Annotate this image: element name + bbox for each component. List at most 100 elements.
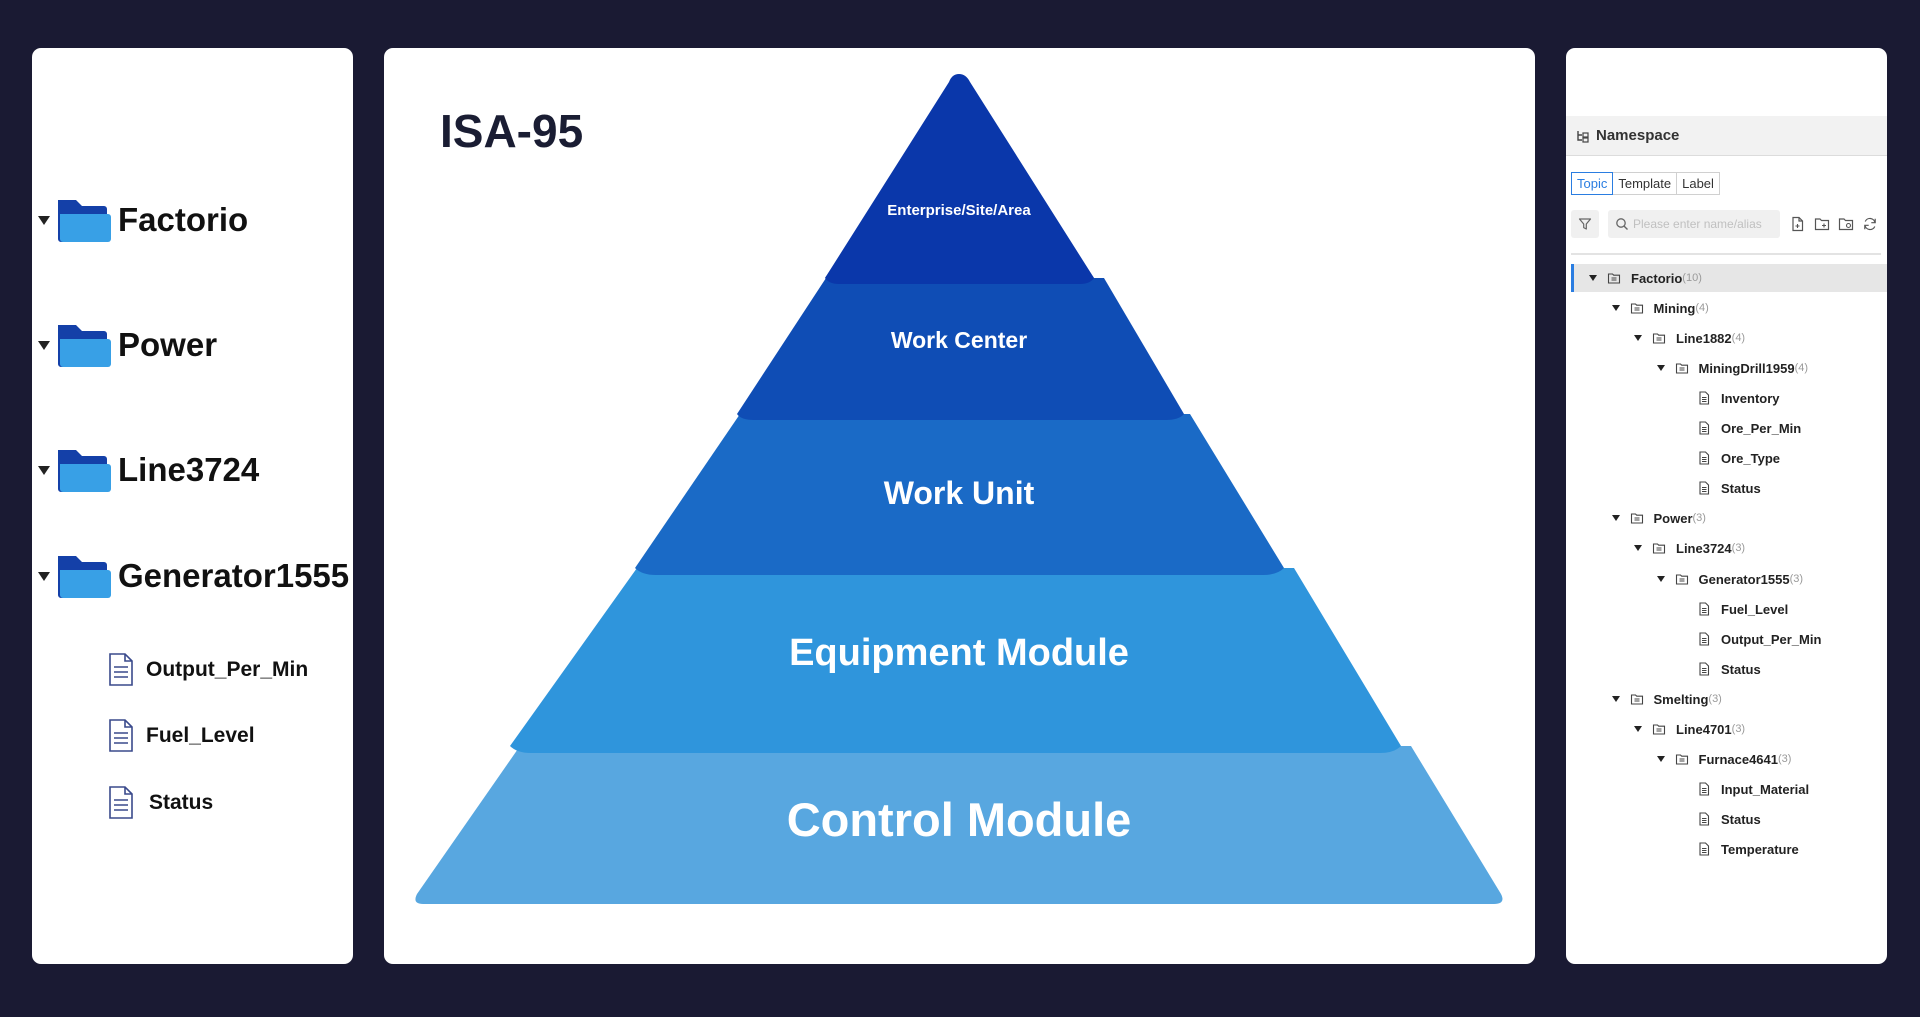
tab-topic[interactable]: Topic (1571, 172, 1614, 195)
tree-node-name: Status (1721, 811, 1761, 827)
tree-node-name: Ore_Per_Min (1721, 420, 1802, 436)
tree-node-line3724[interactable]: Line3724 (38, 442, 259, 498)
caret-down-icon[interactable] (38, 465, 50, 475)
file-icon (1699, 602, 1710, 616)
tree-leaf-output-per-min[interactable]: Output_Per_Min (108, 650, 308, 690)
level-label-work-center: Work Center (891, 327, 1027, 353)
tree-node-name: Smelting (1653, 691, 1709, 707)
tree-folder-row[interactable]: Mining(4) (1571, 294, 1887, 322)
tab-template[interactable]: Template (1612, 172, 1678, 195)
tree-leaf-status[interactable]: Status (108, 783, 213, 823)
level-label-work-unit: Work Unit (884, 475, 1035, 511)
tree-file-row[interactable]: Input_Material (1571, 775, 1887, 803)
tree-node-factorio[interactable]: Factorio (38, 192, 248, 248)
tree-node-name: Line3724 (1676, 540, 1732, 556)
folder-icon (1675, 754, 1688, 765)
tree-file-row[interactable]: Fuel_Level (1571, 595, 1887, 623)
tree-file-row[interactable]: Ore_Per_Min (1571, 414, 1887, 442)
search-input[interactable] (1633, 217, 1773, 231)
tree-node-count: (3) (1731, 542, 1746, 554)
folder-icon (1630, 303, 1643, 314)
tree-node-power[interactable]: Power (38, 317, 217, 373)
tree-node-name: Fuel_Level (1721, 601, 1789, 617)
refresh-icon[interactable] (1862, 216, 1878, 232)
tree-file-row[interactable]: Temperature (1571, 835, 1887, 863)
tree-node-name: MiningDrill1959 (1698, 360, 1795, 376)
folder-icon (1607, 273, 1621, 284)
tab-label[interactable]: Label (1676, 172, 1720, 195)
file-icon (1699, 662, 1710, 676)
tree-folder-row[interactable]: Smelting(3) (1571, 685, 1887, 713)
tree-leaf-fuel-level[interactable]: Fuel_Level (108, 716, 255, 756)
caret-down-icon[interactable] (1656, 756, 1665, 762)
tree-node-count: (3) (1789, 573, 1804, 585)
tree-node-count: (4) (1731, 332, 1746, 344)
caret-down-icon[interactable] (1634, 726, 1642, 732)
tree-folder-row[interactable]: Generator1555(3) (1571, 565, 1887, 593)
tree-folder-row[interactable]: Line1882(4) (1571, 324, 1887, 352)
caret-down-icon[interactable] (38, 571, 50, 581)
caret-down-icon[interactable] (1634, 335, 1642, 341)
tree-node-generator1555[interactable]: Generator1555 (38, 548, 349, 604)
tree-leaf-label: Fuel_Level (146, 724, 255, 747)
tree-file-row[interactable]: Ore_Type (1571, 444, 1887, 472)
tree-node-label: Factorio (118, 201, 249, 238)
tree-folder-row[interactable]: MiningDrill1959(4) (1571, 354, 1887, 382)
tree-leaf-label: Status (149, 791, 214, 814)
tree-folder-row[interactable]: Furnace4641(3) (1571, 745, 1887, 773)
tree-node-name: Output_Per_Min (1721, 631, 1822, 647)
filter-icon (1578, 218, 1592, 230)
folder-settings-icon[interactable] (1838, 216, 1854, 232)
filter-button[interactable] (1571, 210, 1599, 238)
tree-node-name: Ore_Type (1721, 450, 1781, 466)
tree-node-name: Inventory (1721, 390, 1780, 406)
folder-icon (1675, 574, 1688, 585)
caret-down-icon[interactable] (1634, 545, 1642, 551)
folder-icon (1652, 724, 1666, 735)
left-tree-panel: Factorio Power Line3724 Generator1555 Ou… (32, 48, 353, 964)
file-icon (1699, 481, 1710, 495)
tree-file-row[interactable]: Status (1571, 805, 1887, 833)
tree-node-name: Furnace4641 (1698, 751, 1779, 767)
caret-down-icon[interactable] (1611, 696, 1620, 702)
caret-down-icon[interactable] (1589, 275, 1597, 281)
tree-folder-row[interactable]: Line3724(3) (1571, 534, 1887, 562)
caret-down-icon[interactable] (1656, 576, 1665, 582)
document-icon (109, 719, 133, 752)
tree-file-row[interactable]: Output_Per_Min (1571, 625, 1887, 653)
caret-down-icon[interactable] (1611, 305, 1620, 311)
tree-file-row[interactable]: Status (1571, 474, 1887, 502)
tree-folder-row[interactable]: Line4701(3) (1571, 715, 1887, 743)
tree-file-row[interactable]: Inventory (1571, 384, 1887, 412)
folder-icon (1652, 333, 1666, 344)
document-icon (109, 786, 133, 819)
search-box[interactable] (1608, 210, 1780, 238)
caret-down-icon[interactable] (38, 215, 50, 225)
folder-icon (58, 325, 111, 367)
tree-folder-row[interactable]: Power(3) (1571, 504, 1887, 532)
folder-icon (58, 450, 111, 492)
divider (1571, 253, 1881, 255)
namespace-title: Namespace (1596, 127, 1680, 144)
caret-down-icon[interactable] (1656, 365, 1665, 371)
tree-folder-row[interactable]: Factorio(10) (1571, 264, 1887, 292)
caret-down-icon[interactable] (38, 340, 50, 350)
folder-icon (58, 556, 111, 598)
namespace-header: Namespace (1566, 116, 1887, 156)
tree-node-name: Factorio (1631, 270, 1683, 286)
folder-icon (58, 200, 111, 242)
new-file-icon[interactable] (1790, 216, 1806, 232)
tree-file-row[interactable]: Status (1571, 655, 1887, 683)
file-icon (1699, 812, 1710, 826)
tree-node-label: Line3724 (118, 451, 260, 488)
new-folder-icon[interactable] (1814, 216, 1830, 232)
file-icon (1699, 782, 1710, 796)
isa95-diagram-panel: ISA-95 Enterprise/Site/Area Work Center … (384, 48, 1535, 964)
tree-node-name: Line1882 (1676, 330, 1732, 346)
tree-node-name: Mining (1653, 300, 1696, 316)
folder-icon (1630, 513, 1643, 524)
caret-down-icon[interactable] (1611, 515, 1620, 521)
namespace-toolbar (1571, 210, 1881, 240)
pyramid-level-equipment-module (510, 568, 1401, 753)
pyramid-level-work-unit (635, 414, 1284, 575)
